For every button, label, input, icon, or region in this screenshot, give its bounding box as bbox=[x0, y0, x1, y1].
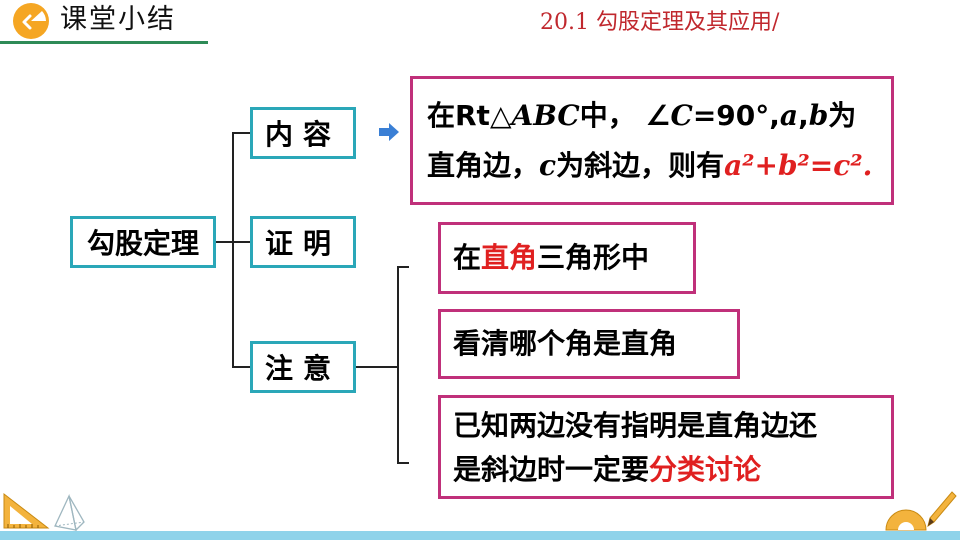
theorem-text: ABC bbox=[511, 99, 579, 132]
main-connector bbox=[216, 241, 233, 243]
main-topic-box: 勾股定理 bbox=[70, 216, 216, 268]
note-text: 三角形中 bbox=[537, 241, 649, 274]
category-note: 注意 bbox=[250, 341, 356, 393]
note-box-2: 看清哪个角是直角 bbox=[438, 309, 740, 379]
title-underline bbox=[0, 41, 208, 44]
category-content: 内容 bbox=[250, 107, 356, 159]
theorem-text: a bbox=[780, 99, 798, 132]
theorem-line-2: 直角边，c为斜边，则有a²+b²=c². bbox=[427, 141, 877, 191]
note-box-3: 已知两边没有指明是直角边还 是斜边时一定要分类讨论 bbox=[438, 395, 894, 499]
bottom-bar bbox=[0, 531, 960, 540]
note-text: 看清哪个角是直角 bbox=[453, 327, 677, 360]
theorem-text: 为斜边，则有 bbox=[556, 149, 724, 182]
theorem-text: c bbox=[539, 149, 556, 182]
note-highlight: 直角 bbox=[481, 241, 537, 274]
bracket-tick-content bbox=[232, 132, 250, 134]
lesson-subtitle: 20.1 勾股定理及其应用/ bbox=[540, 8, 779, 38]
note-tick-1 bbox=[397, 266, 409, 268]
note-text: 在 bbox=[453, 241, 481, 274]
theorem-line-1: 在Rt△ABC中， ∠C=90°,a,b为 bbox=[427, 91, 877, 141]
category-proof: 证明 bbox=[250, 216, 356, 268]
theorem-text: 在Rt△ bbox=[427, 99, 511, 132]
note-tick-3 bbox=[397, 462, 409, 464]
ruler-icon bbox=[2, 490, 52, 530]
theorem-content-box: 在Rt△ABC中， ∠C=90°,a,b为 直角边，c为斜边，则有a²+b²=c… bbox=[410, 76, 894, 205]
bracket-tick-note bbox=[232, 366, 250, 368]
theorem-text: 中， ∠ bbox=[580, 99, 671, 132]
theorem-text: C bbox=[671, 99, 693, 132]
note-text: 是斜边时一定要 bbox=[453, 453, 649, 486]
page-title: 课堂小结 bbox=[60, 2, 176, 38]
note-box-1: 在直角三角形中 bbox=[438, 222, 696, 294]
pyramid-icon bbox=[52, 494, 86, 532]
note-highlight: 分类讨论 bbox=[649, 453, 761, 486]
theorem-text: b bbox=[809, 99, 829, 132]
right-arrow-icon bbox=[378, 122, 400, 142]
note-bracket bbox=[397, 266, 399, 464]
note-connector bbox=[356, 366, 398, 368]
theorem-text: =90°, bbox=[693, 99, 780, 132]
note-text: 已知两边没有指明是直角边还 bbox=[453, 404, 879, 448]
pythagorean-formula: a²+b²=c². bbox=[724, 149, 872, 182]
theorem-text: , bbox=[798, 99, 809, 132]
theorem-text: 直角边， bbox=[427, 149, 539, 182]
protractor-icon bbox=[884, 506, 928, 532]
theorem-text: 为 bbox=[828, 99, 856, 132]
pie-chart-icon bbox=[12, 2, 50, 40]
bracket-tick-proof bbox=[232, 241, 250, 243]
category-bracket bbox=[232, 132, 234, 368]
note-line-2: 是斜边时一定要分类讨论 bbox=[453, 448, 879, 492]
pencil-icon bbox=[924, 490, 958, 530]
